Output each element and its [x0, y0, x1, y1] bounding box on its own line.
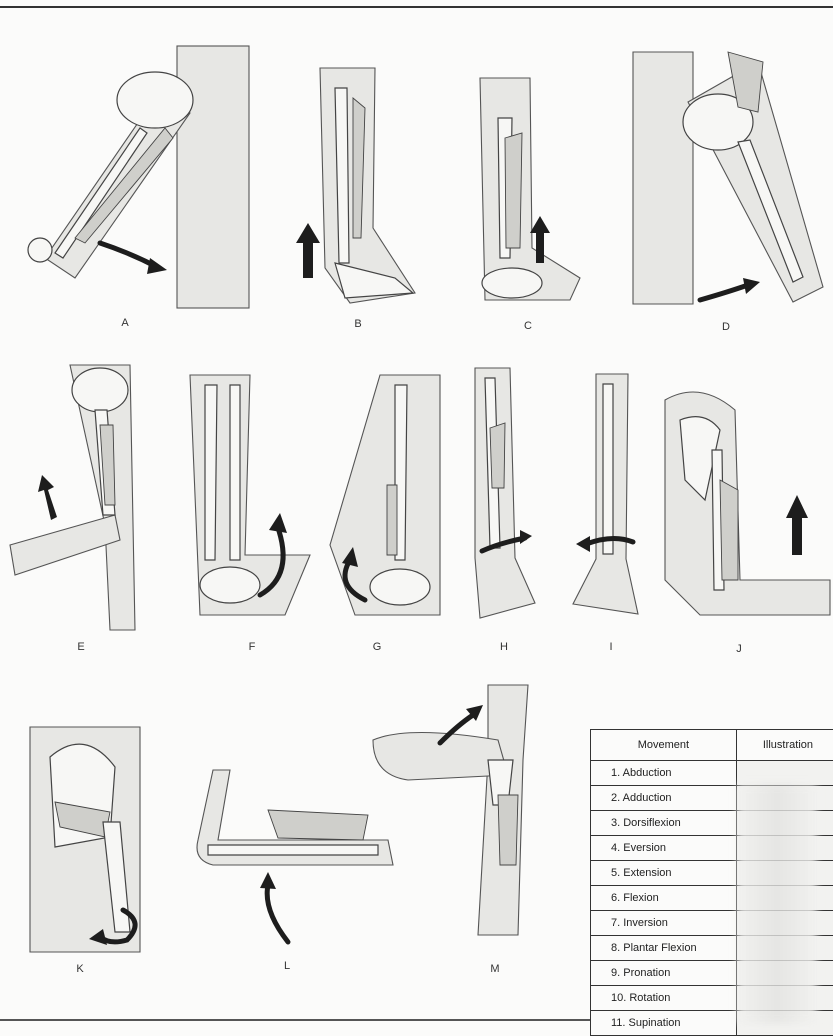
- figure-h-forearm: [470, 368, 540, 623]
- up-arrow: [38, 475, 57, 520]
- fibula: [230, 385, 240, 560]
- knee: [28, 238, 52, 262]
- figure-label-j: J: [724, 643, 754, 655]
- curved-arrow: [267, 885, 288, 942]
- figure-a-hip-abduction: [5, 38, 255, 313]
- figure-k-hip-rotation: [25, 727, 155, 957]
- illustration-column-blur: [737, 784, 817, 1024]
- figure-d-hip: [628, 42, 833, 312]
- illustration-header: Illustration: [736, 730, 833, 761]
- movement-cell: 3. Dorsiflexion: [591, 811, 737, 836]
- up-arrow: [786, 495, 808, 555]
- figure-label-d: D: [711, 321, 741, 333]
- forearm-bones: [208, 845, 378, 855]
- arrow-head: [147, 258, 167, 274]
- figure-label-a: A: [110, 317, 140, 329]
- arrow-head: [269, 513, 287, 533]
- lower-leg-bent: [10, 515, 120, 575]
- figure-label-g: G: [362, 641, 392, 653]
- figure-label-b: B: [343, 318, 373, 330]
- figure-label-f: F: [237, 641, 267, 653]
- figure-i-forearm: [568, 374, 643, 624]
- muscle: [387, 485, 397, 555]
- figure-label-e: E: [66, 641, 96, 653]
- movement-header: Movement: [591, 730, 737, 761]
- ulna: [603, 384, 613, 554]
- pelvis: [117, 72, 193, 128]
- movement-arrow: [100, 243, 155, 266]
- figure-b-leg-foot: [295, 68, 435, 308]
- bottom-rule: [0, 1019, 590, 1021]
- arrow-head: [743, 278, 760, 294]
- figure-label-h: H: [489, 641, 519, 653]
- lower-leg: [320, 68, 415, 303]
- figure-c-leg-foot: [470, 78, 585, 303]
- tibia: [205, 385, 217, 560]
- figure-label-m: M: [480, 963, 510, 975]
- movement-cell: 9. Pronation: [591, 961, 737, 986]
- movement-arrow: [700, 285, 748, 300]
- up-arrow: [296, 223, 320, 278]
- movement-cell: 4. Eversion: [591, 836, 737, 861]
- movement-cell: 10. Rotation: [591, 986, 737, 1011]
- arrow-head: [576, 536, 590, 552]
- arrow-head: [260, 872, 276, 889]
- figure-label-i: I: [596, 641, 626, 653]
- muscle: [490, 423, 505, 488]
- figure-label-k: K: [65, 963, 95, 975]
- torso-side: [633, 52, 693, 304]
- top-rule: [0, 6, 833, 8]
- table-row: 1. Abduction: [591, 761, 833, 786]
- lower-leg: [480, 78, 580, 300]
- arrow-head: [520, 530, 532, 544]
- biceps: [720, 480, 738, 580]
- movement-cell: 8. Plantar Flexion: [591, 936, 737, 961]
- movement-cell: 6. Flexion: [591, 886, 737, 911]
- figure-g-ankle: [325, 375, 445, 620]
- figure-l-arm: [188, 770, 398, 950]
- heel: [482, 268, 542, 298]
- hamstrings: [498, 795, 518, 865]
- movement-cell: 1. Abduction: [591, 761, 737, 786]
- movement-cell: 2. Adduction: [591, 786, 737, 811]
- hip-bone: [72, 368, 128, 412]
- movement-cell: 7. Inversion: [591, 911, 737, 936]
- muscle: [505, 133, 522, 248]
- figure-label-l: L: [272, 960, 302, 972]
- forearm-hand: [475, 368, 535, 618]
- movement-cell: 11. Supination: [591, 1011, 737, 1036]
- figure-m-trunk: [368, 685, 538, 945]
- triceps: [268, 810, 368, 840]
- calcaneus: [200, 567, 260, 603]
- figure-f-ankle: [185, 375, 315, 620]
- illustration-cell[interactable]: [736, 761, 833, 786]
- movement-cell: 5. Extension: [591, 861, 737, 886]
- figure-j-arm: [660, 390, 833, 625]
- calcaneus: [370, 569, 430, 605]
- table-header-row: Movement Illustration: [591, 730, 833, 761]
- figure-e-knee: [5, 365, 165, 635]
- figure-label-c: C: [513, 320, 543, 332]
